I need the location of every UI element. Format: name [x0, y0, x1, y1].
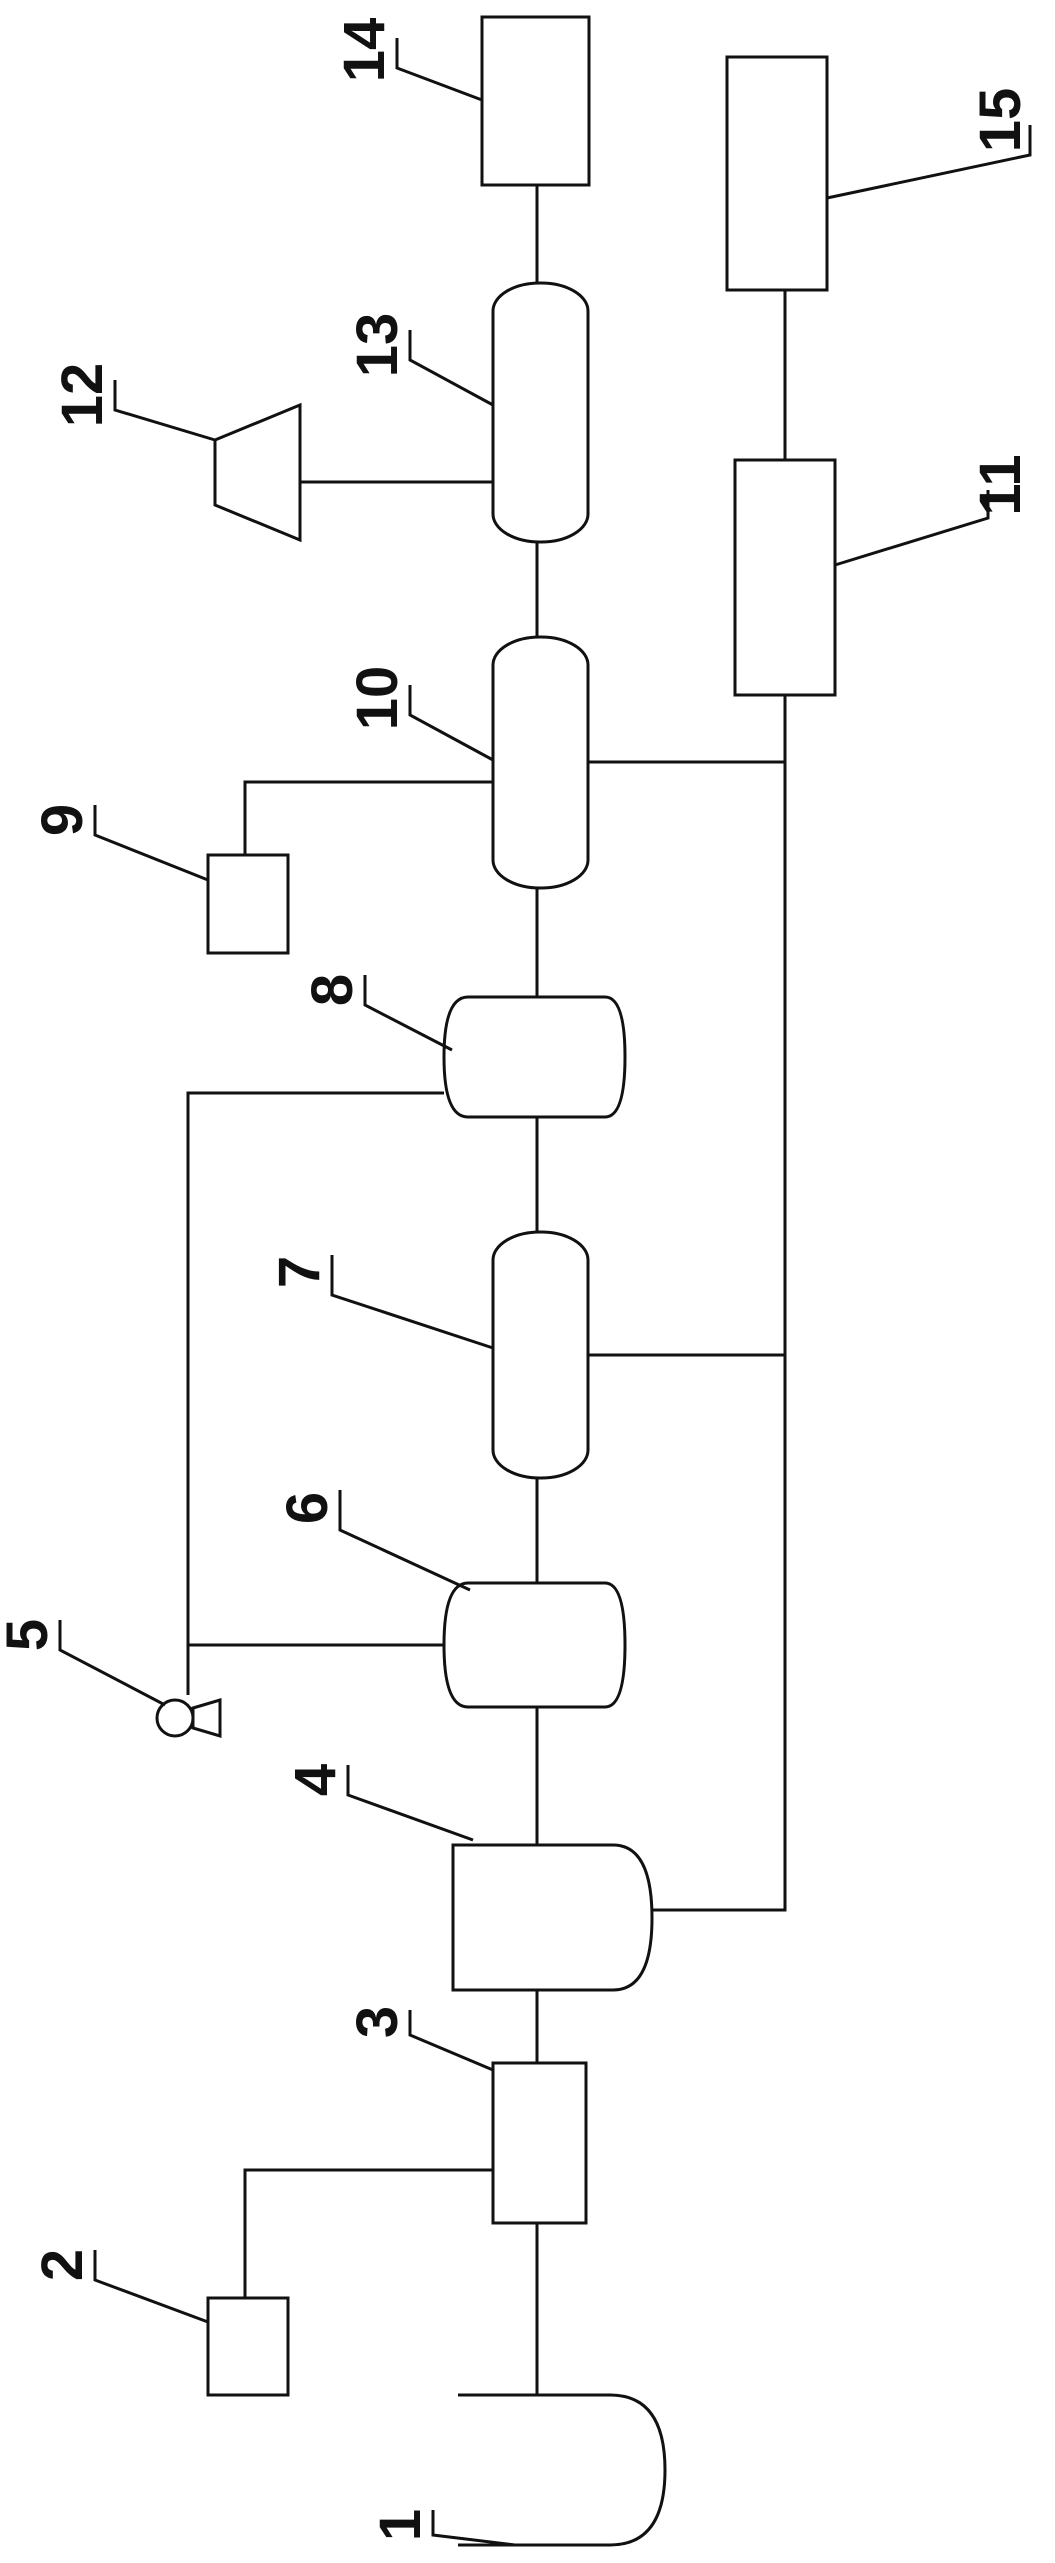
leader-3	[408, 2010, 494, 2072]
label-11: 11	[968, 454, 1033, 515]
label-6: 6	[275, 1492, 340, 1524]
leader-15	[826, 125, 1032, 200]
label-7: 7	[267, 1256, 332, 1288]
reactor-4	[451, 1843, 654, 1992]
label-4: 4	[283, 1764, 348, 1796]
leader-9	[93, 805, 209, 882]
tank-1	[458, 2393, 667, 2547]
label-13: 13	[345, 313, 410, 378]
pump-5	[155, 1697, 222, 1739]
label-9: 9	[30, 804, 95, 836]
label-10: 10	[345, 666, 410, 731]
compressor-12	[213, 402, 302, 543]
label-2: 2	[30, 2249, 95, 2281]
leader-10	[408, 685, 494, 762]
leader-11	[834, 490, 990, 567]
unit-9	[206, 853, 290, 955]
label-12: 12	[50, 363, 115, 428]
leader-2	[93, 2250, 209, 2324]
leader-13	[408, 330, 494, 407]
leader-5	[58, 1620, 166, 1707]
pipe-2-3	[243, 2168, 493, 2298]
leader-lines	[58, 38, 1032, 2547]
label-8: 8	[300, 974, 365, 1006]
leader-12	[113, 380, 216, 442]
equipment	[155, 15, 837, 2547]
label-5: 5	[0, 1619, 60, 1651]
labels: 1 2 3 4 5 6 7 8 9 10 11 12 13 14 15	[0, 18, 1033, 2541]
pipe-9-10	[243, 780, 493, 855]
unit-3	[491, 2061, 588, 2225]
label-14: 14	[332, 18, 397, 83]
drum-10	[491, 635, 590, 890]
pipes	[186, 185, 787, 2397]
unit-11	[733, 458, 837, 697]
leader-6	[338, 1490, 471, 1592]
leader-4	[346, 1765, 474, 1842]
label-15: 15	[968, 88, 1033, 153]
unit-15	[725, 55, 829, 292]
leader-1	[431, 2510, 516, 2547]
label-1: 1	[368, 2509, 433, 2541]
leader-14	[395, 38, 483, 102]
leader-7	[330, 1255, 494, 1350]
leader-8	[363, 975, 453, 1052]
pipe-5-header	[186, 1091, 444, 1695]
drum-7	[491, 1230, 590, 1480]
unit-14	[480, 15, 591, 187]
drum-13	[491, 281, 590, 544]
vessel-6	[442, 1581, 627, 1709]
label-3: 3	[345, 2006, 410, 2038]
vessel-8	[442, 995, 627, 1119]
pipe-return	[652, 695, 787, 1912]
unit-2	[206, 2296, 290, 2397]
